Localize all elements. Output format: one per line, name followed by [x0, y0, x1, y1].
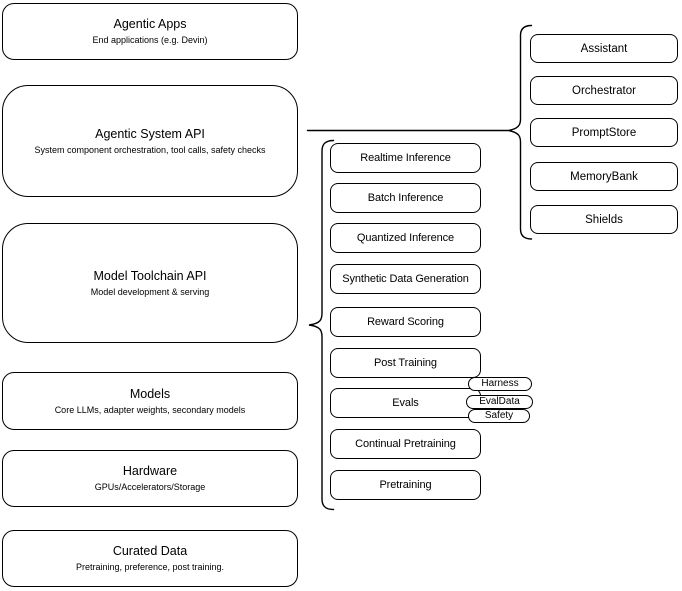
node-realtime-inference: Realtime Inference	[330, 143, 481, 173]
tag-harness: Harness	[468, 377, 532, 391]
tag-safety: Safety	[468, 409, 530, 423]
node-subtitle: GPUs/Accelerators/Storage	[94, 482, 206, 492]
node-subtitle: End applications (e.g. Devin)	[92, 35, 208, 45]
node-assistant: Assistant	[530, 34, 678, 63]
node-curated-data: Curated Data Pretraining, preference, po…	[2, 530, 298, 587]
node-batch-inference: Batch Inference	[330, 183, 481, 213]
node-reward-scoring: Reward Scoring	[330, 307, 481, 337]
node-quantized-inference: Quantized Inference	[330, 223, 481, 253]
node-title: Hardware	[122, 464, 178, 478]
node-promptstore: PromptStore	[530, 118, 678, 147]
node-title: Model Toolchain API	[93, 268, 207, 283]
node-model-toolchain-api: Model Toolchain API Model development & …	[2, 223, 298, 343]
node-continual-pretraining: Continual Pretraining	[330, 429, 481, 459]
node-agentic-apps: Agentic Apps End applications (e.g. Devi…	[2, 3, 298, 60]
node-subtitle: Core LLMs, adapter weights, secondary mo…	[54, 404, 246, 415]
node-subtitle: Model development & serving	[90, 286, 210, 297]
node-models: Models Core LLMs, adapter weights, secon…	[2, 372, 298, 430]
node-title: Agentic System API	[95, 126, 205, 141]
node-subtitle: Pretraining, preference, post training.	[75, 562, 225, 572]
node-title: Curated Data	[112, 544, 188, 558]
tag-evaldata: EvalData	[466, 395, 533, 409]
node-subtitle: System component orchestration, tool cal…	[34, 144, 266, 155]
system-brace	[508, 24, 533, 240]
node-title: Models	[129, 386, 171, 401]
node-title: Agentic Apps	[113, 17, 187, 31]
node-pretraining: Pretraining	[330, 470, 481, 500]
node-shields: Shields	[530, 205, 678, 234]
node-evals: Evals	[330, 388, 481, 418]
node-synthetic-data-generation: Synthetic Data Generation	[330, 264, 481, 294]
node-memorybank: MemoryBank	[530, 162, 678, 191]
node-hardware: Hardware GPUs/Accelerators/Storage	[2, 450, 298, 507]
node-agentic-system-api: Agentic System API System component orch…	[2, 85, 298, 197]
node-orchestrator: Orchestrator	[530, 76, 678, 105]
node-post-training: Post Training	[330, 348, 481, 378]
